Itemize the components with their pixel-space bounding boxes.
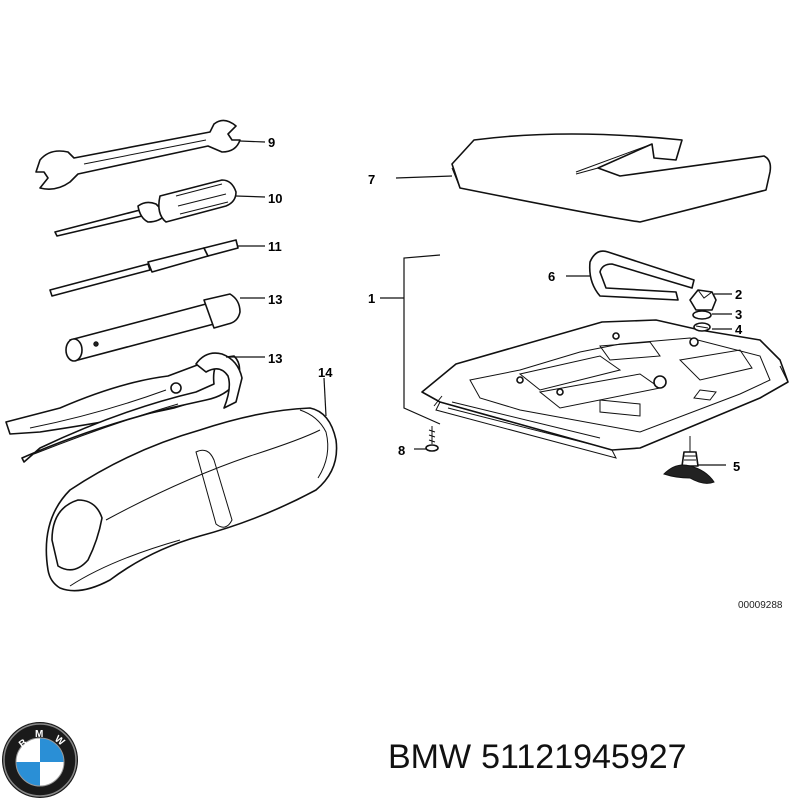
callout-4: 4	[735, 322, 743, 337]
washer-part	[692, 310, 712, 320]
callout-5: 5	[733, 459, 740, 474]
socket-tube-part	[65, 293, 241, 362]
callout-11: 11	[268, 239, 282, 254]
callout-9: 9	[268, 135, 275, 150]
spring-washer-part	[693, 322, 711, 332]
screwdriver-part	[54, 179, 237, 237]
callout-3: 3	[735, 307, 742, 322]
callout-2: 2	[735, 287, 742, 302]
part-number: 51121945927	[481, 738, 687, 776]
rod-part	[49, 239, 239, 297]
callout-8: 8	[398, 443, 405, 458]
callout-14: 14	[318, 365, 333, 380]
cover-mat-part	[451, 133, 772, 223]
callout-1: 1	[368, 291, 375, 306]
callout-6: 6	[548, 269, 555, 284]
wrench-part	[35, 119, 241, 190]
bmw-roundel-icon: B M W	[2, 722, 78, 798]
screw-part	[425, 426, 439, 452]
tool-tray-part	[421, 319, 789, 459]
callout-12: 13	[268, 292, 282, 307]
svg-text:M: M	[35, 729, 43, 740]
brand-name: BMW	[388, 738, 472, 776]
callout-7: 7	[368, 172, 375, 187]
callout-10: 10	[268, 191, 282, 206]
wing-bolt-part	[663, 436, 715, 484]
strap-part	[588, 250, 695, 301]
pliers-part	[5, 352, 243, 463]
wing-nut-part	[689, 289, 717, 311]
tool-bag-part	[45, 407, 338, 592]
callout-13: 13	[268, 351, 282, 366]
drawing-code: 00009288	[738, 600, 783, 611]
